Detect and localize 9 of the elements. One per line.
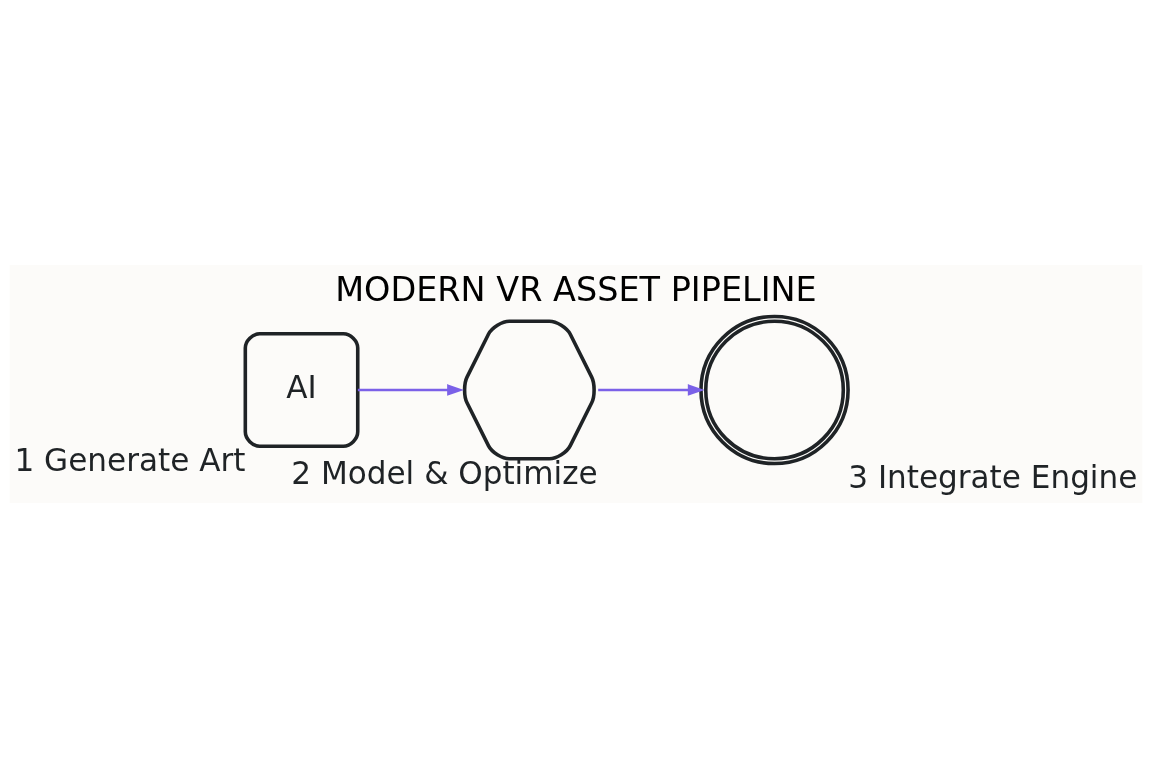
- node-label: 1 Generate Art: [14, 442, 246, 479]
- node-cube: [462, 319, 596, 461]
- node-label: 3 Integrate Engine: [848, 459, 1138, 496]
- node-box: AI: [243, 331, 360, 448]
- node-gear: [699, 314, 850, 466]
- arrow: [598, 384, 705, 396]
- node-label: 2 Model & Optimize: [291, 454, 598, 491]
- arrow: [357, 384, 464, 396]
- diagram-title: MODERN VR ASSET PIPELINE: [335, 270, 817, 310]
